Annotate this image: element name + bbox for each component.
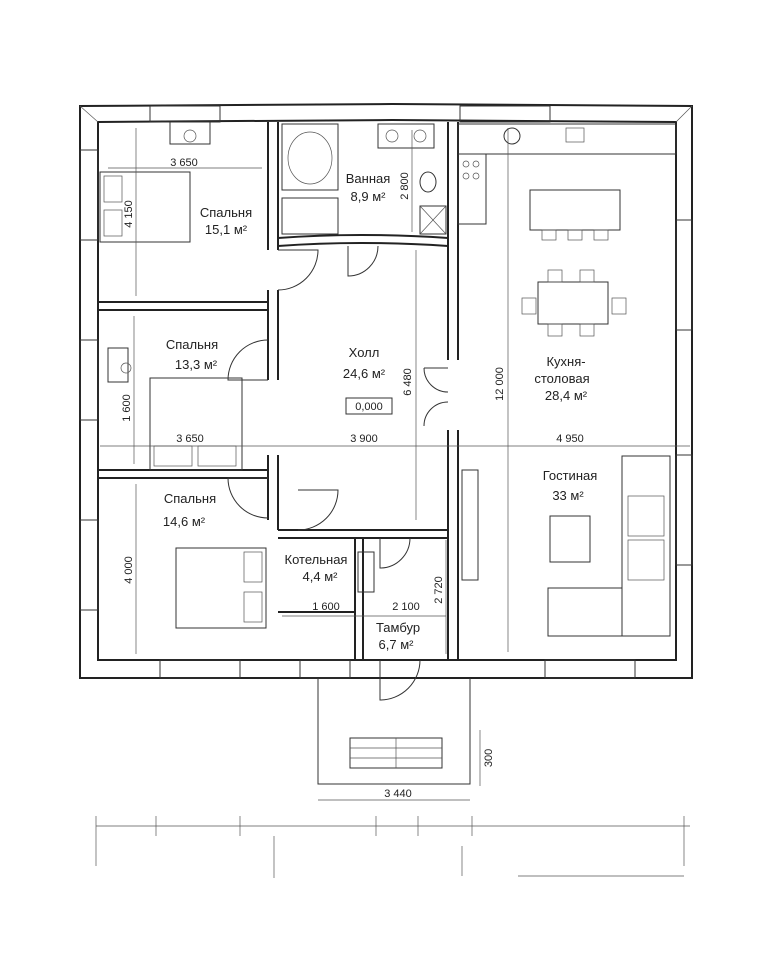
dim-porch-width: 3 440 (384, 788, 412, 800)
dimension-lines (95, 128, 690, 878)
room-area-tambour: 6,7 м² (379, 637, 415, 652)
dim-bed3-depth: 4 000 (123, 556, 135, 584)
room-area-living: 33 м² (552, 488, 584, 503)
furniture (99, 121, 677, 637)
dim-step-depth: 300 (483, 749, 495, 767)
room-area-bed3: 14,6 м² (163, 514, 206, 529)
level-mark-box (345, 397, 393, 415)
dim-hall-width: 3 900 (350, 433, 378, 445)
bed-icon (175, 547, 267, 629)
dim-boiler-width: 1 600 (312, 601, 340, 613)
room-name-hall: Холл (349, 345, 380, 360)
toilet-icon (419, 171, 437, 193)
room-area-bed1: 15,1 м² (205, 222, 248, 237)
sink-icon (385, 129, 399, 143)
doors (227, 245, 449, 701)
porch (317, 678, 471, 785)
dim-kitchen-depth: 12 000 (494, 367, 506, 401)
room-name-bed3: Спальня (164, 491, 216, 506)
room-area-kitchen: 28,4 м² (545, 388, 588, 403)
bed-icon (99, 171, 191, 243)
room-name-bath: Ванная (346, 171, 391, 186)
level-mark: 0,000 (355, 401, 383, 413)
dining-table-icon (537, 281, 609, 325)
dim-kitchen-width: 4 950 (556, 433, 584, 445)
sink-icon (413, 129, 427, 143)
room-name-boiler: Котельная (285, 552, 348, 567)
kitchen-counter (457, 123, 677, 155)
bed-icon (149, 377, 243, 471)
room-name-kitchen-1: Кухня- (546, 354, 585, 369)
room-name-bed2: Спальня (166, 337, 218, 352)
room-area-bed2: 13,3 м² (175, 357, 218, 372)
dim-tambour-depth: 2 720 (433, 576, 445, 604)
room-name-living: Гостиная (543, 468, 598, 483)
room-name-bed1: Спальня (200, 205, 252, 220)
room-area-boiler: 4,4 м² (303, 569, 339, 584)
dim-hall-depth: 6 480 (402, 368, 414, 396)
dim-bed1-width: 3 650 (170, 157, 198, 169)
dimension-labels: 3 650 4 150 2 800 1 600 3 650 3 900 6 48… (121, 157, 584, 800)
dim-bed2-depth: 1 600 (121, 394, 133, 422)
room-labels: Спальня 15,1 м² Ванная 8,9 м² Спальня 13… (163, 171, 597, 652)
dim-bed2-width: 3 650 (176, 433, 204, 445)
dim-bed1-depth: 4 150 (123, 200, 135, 228)
dim-tambour-width: 2 100 (392, 601, 420, 613)
room-area-hall: 24,6 м² (343, 366, 386, 381)
room-name-tambour: Тамбур (376, 620, 420, 635)
sofa-icon (621, 455, 671, 637)
bathtub-icon (281, 123, 339, 191)
room-area-bath: 8,9 м² (351, 189, 387, 204)
room-name-kitchen-2: столовая (534, 371, 589, 386)
dim-bath-depth: 2 800 (399, 172, 411, 200)
